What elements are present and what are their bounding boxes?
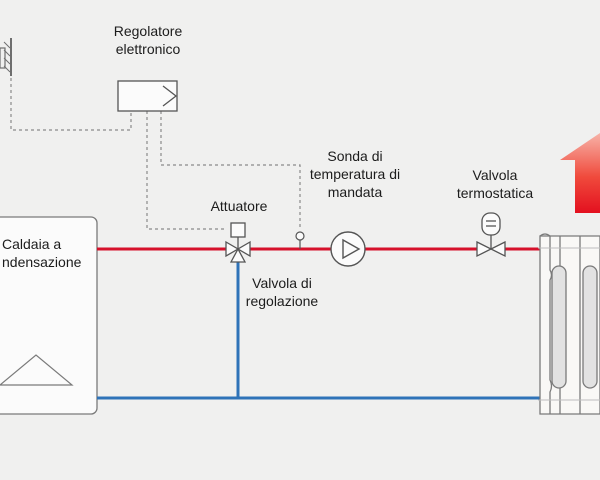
radiator-icon <box>538 233 600 415</box>
label-valvola-termostatica: Valvola termostatica <box>456 167 534 201</box>
actuator-icon <box>230 222 246 249</box>
label-valvola-regolazione: Valvola di regolazione <box>245 275 319 309</box>
pump-icon <box>330 231 366 267</box>
label-sonda-temperatura: Sonda di temperatura di mandata <box>309 148 401 200</box>
label-regolatore: Regolatore elettronico <box>113 23 183 57</box>
temperature-probe-icon <box>295 231 305 249</box>
mixing-valve-icon <box>225 240 251 263</box>
wall-sensor-icon <box>0 38 12 76</box>
heat-arrow-icon <box>560 133 600 213</box>
thermostatic-valve-icon <box>476 212 506 258</box>
return-pipe <box>97 261 540 400</box>
label-attuatore: Attuatore <box>210 198 268 214</box>
controller-icon <box>117 80 178 112</box>
signal-wires <box>10 78 301 230</box>
label-caldaia: Caldaia a ndensazione <box>2 236 82 270</box>
boiler-icon <box>0 216 98 415</box>
